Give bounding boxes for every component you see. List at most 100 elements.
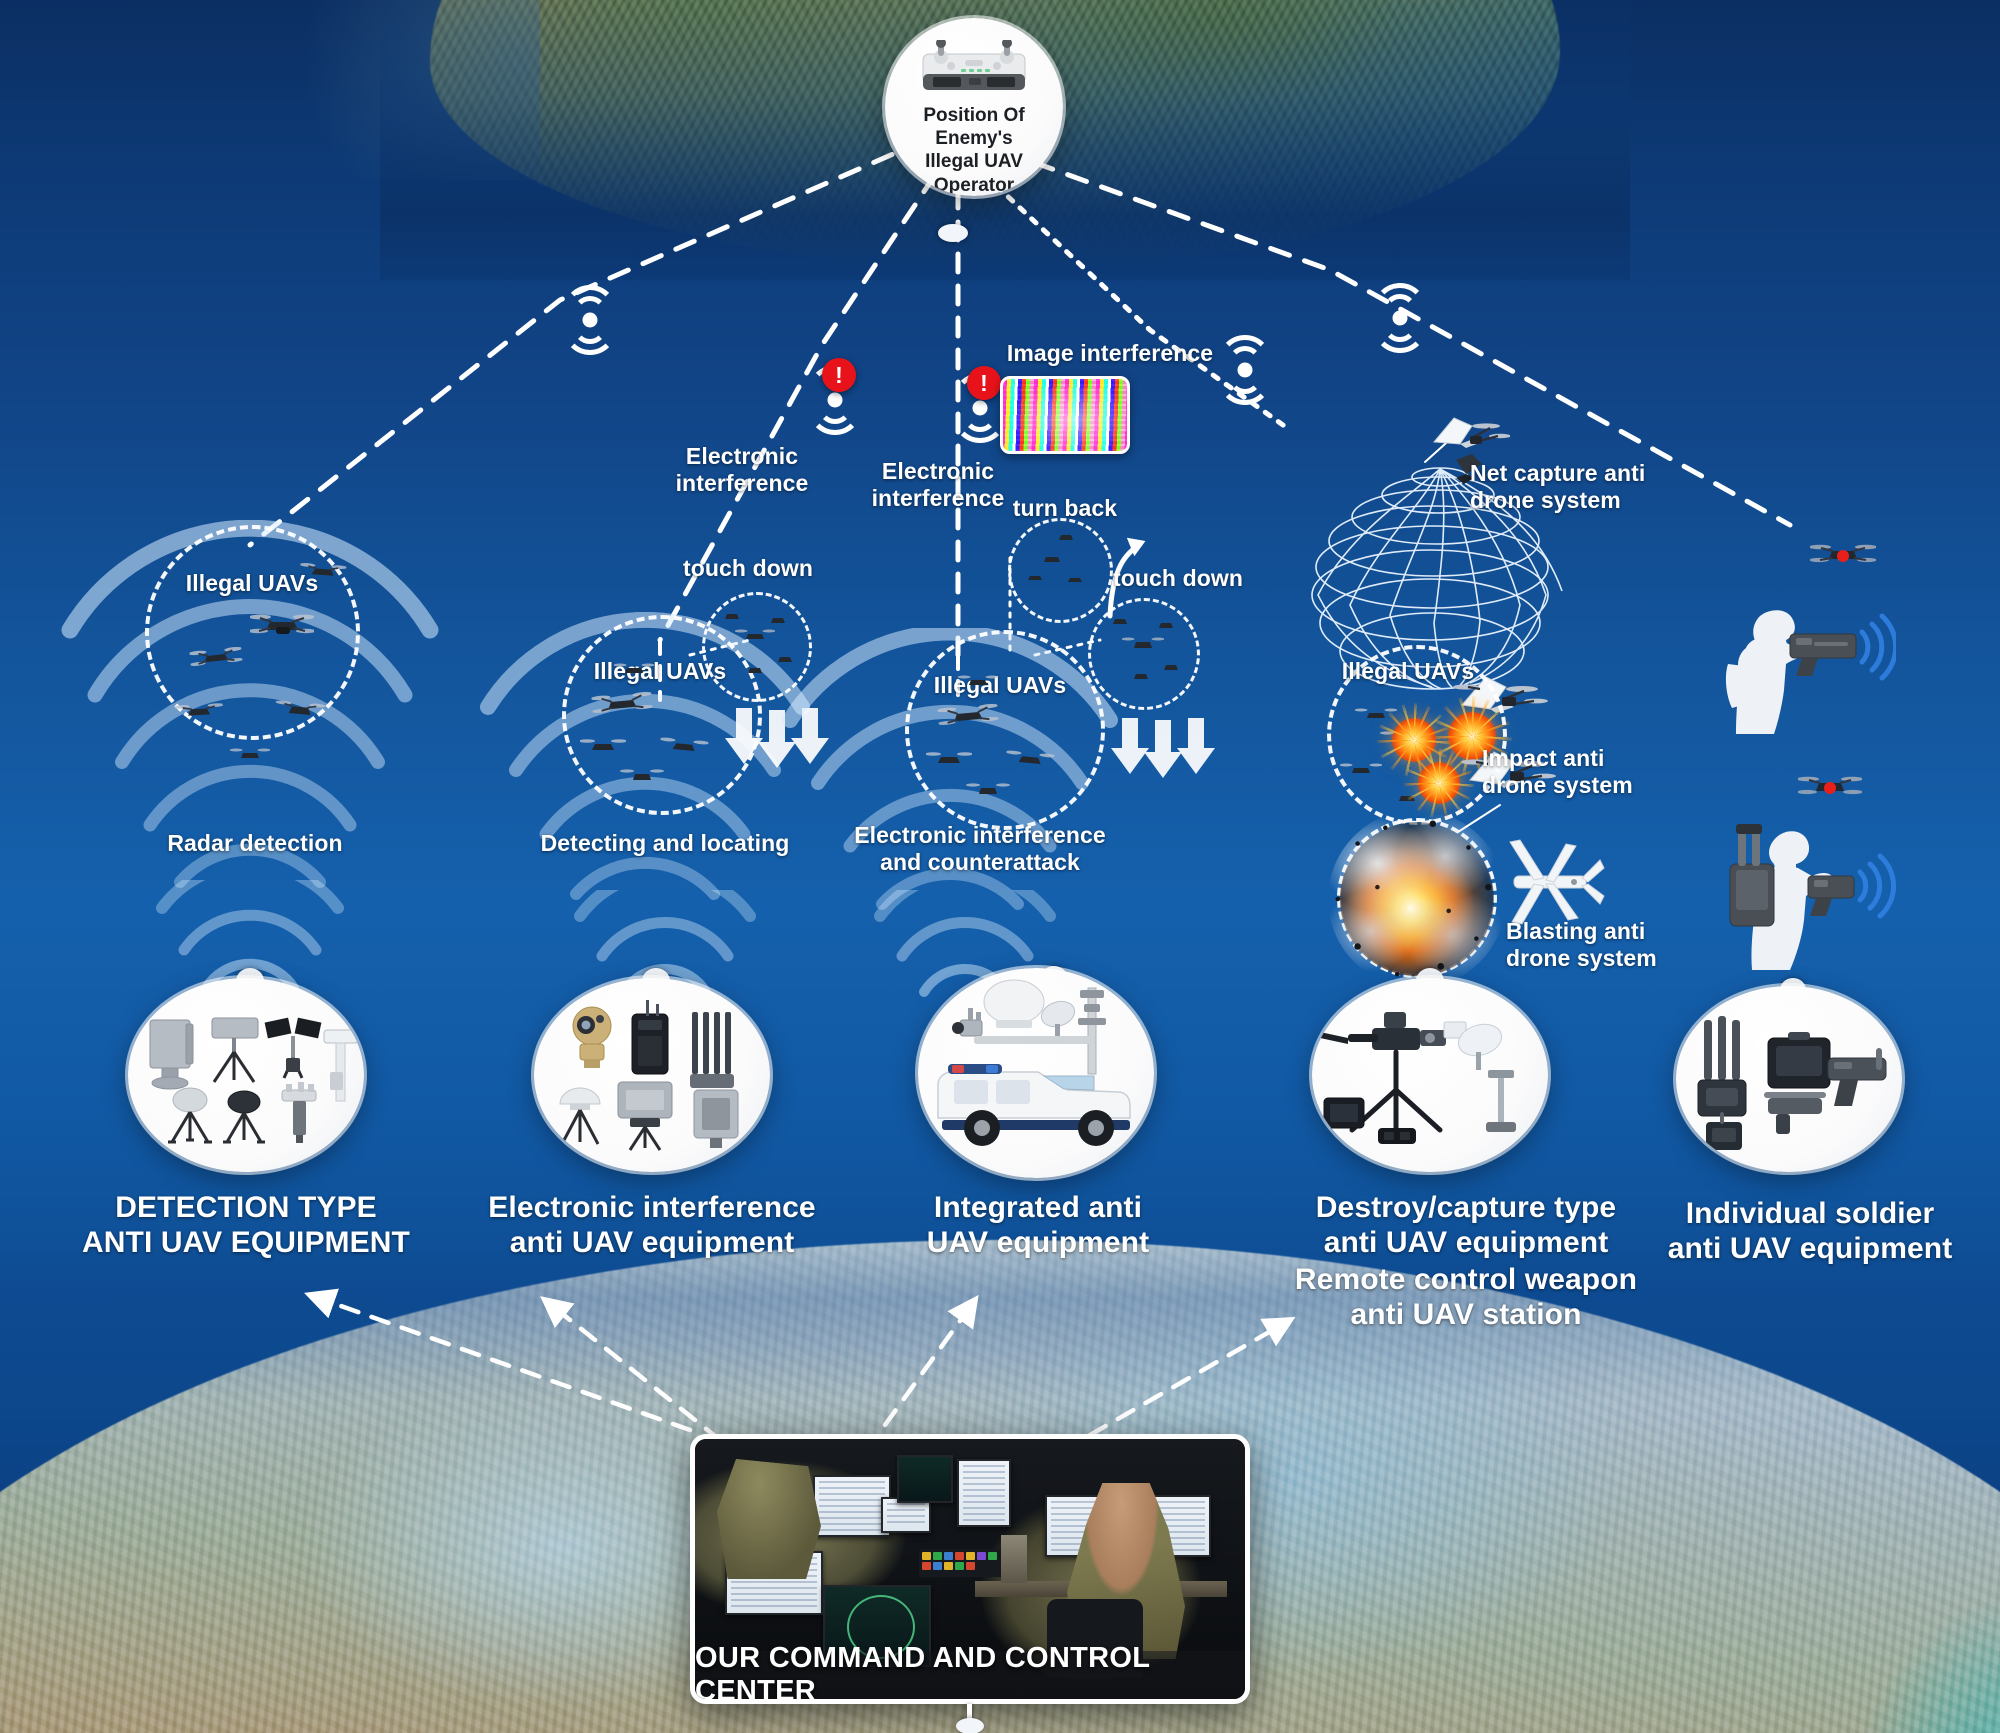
monitor <box>813 1475 891 1537</box>
equipment-label-electronic: Electronic interference anti UAV equipme… <box>488 1191 816 1260</box>
drone <box>1809 540 1877 568</box>
touch-down-arrows-col2 <box>725 708 829 768</box>
equipment-label-integrated: Integrated anti UAV equipment <box>926 1191 1150 1260</box>
impact-system-label: Impact anti drone system <box>1482 745 1633 799</box>
drone <box>659 733 710 759</box>
drone <box>620 766 664 786</box>
image-interference-tile <box>1000 376 1130 454</box>
drone <box>1052 530 1080 543</box>
individual-equipment-illustration <box>1697 1016 1887 1150</box>
radar-detection-label: Radar detection <box>167 830 343 856</box>
illegal-uav-zone-col3 <box>905 630 1105 830</box>
interceptor-drone <box>1420 408 1511 456</box>
loitering-munition-icon <box>1490 838 1608 931</box>
signal-col5-icon <box>1370 283 1430 353</box>
remote-controller-icon <box>922 40 1026 90</box>
equipment-circle-individual[interactable] <box>1676 986 1902 1172</box>
drone <box>1354 705 1398 723</box>
equipment-sublabel-destroy: Remote control weapon anti UAV station <box>1294 1263 1638 1332</box>
drone <box>1035 550 1069 566</box>
drone <box>734 626 776 644</box>
equipment-circle-electronic[interactable] <box>534 978 770 1172</box>
operator-node-circle[interactable]: Position Of Enemy's Illegal UAV Operator <box>885 18 1063 196</box>
illegal-uavs-label-col1: Illegal UAVs <box>185 570 319 596</box>
drone <box>1152 618 1180 631</box>
signal-col4-icon <box>1215 335 1275 405</box>
electronic-interference-label-col3: Electronic interference <box>871 458 1005 512</box>
drone <box>590 687 654 718</box>
turn-back-arrow <box>1107 537 1146 619</box>
drone <box>1339 760 1383 778</box>
illegal-uav-zone-col1 <box>145 525 360 740</box>
drone <box>957 672 999 690</box>
equipment-label-individual: Individual soldier anti UAV equipment <box>1667 1197 1953 1266</box>
command-center-ground-pin <box>956 1718 984 1733</box>
equipment-label-destroy: Destroy/capture type anti UAV equipment <box>1315 1191 1617 1260</box>
drone <box>248 610 316 640</box>
touch-down-label-col2: touch down <box>682 555 814 581</box>
drone <box>718 608 746 622</box>
equipment-label-detection: DETECTION TYPE ANTI UAV EQUIPMENT <box>82 1191 410 1260</box>
net-capture-system-label: Net capture anti drone system <box>1470 460 1646 514</box>
drone <box>579 735 627 757</box>
drone <box>1121 634 1165 653</box>
drone <box>772 652 798 665</box>
capture-payload-icon <box>1450 452 1486 491</box>
command-center-card[interactable]: OUR COMMAND AND CONTROL CENTER <box>690 1434 1250 1704</box>
detecting-locating-label: Detecting and locating <box>540 830 790 856</box>
operator-node-label: Position Of Enemy's Illegal UAV Operator <box>923 105 1025 196</box>
command-center-caption: OUR COMMAND AND CONTROL CENTER <box>695 1642 1245 1699</box>
drone <box>1126 668 1156 682</box>
electronic-equipment-illustration <box>559 1000 739 1151</box>
drone <box>188 642 244 671</box>
equipment-circle-detection[interactable] <box>128 978 364 1172</box>
equipment-circle-destroy[interactable] <box>1312 978 1548 1172</box>
drone <box>1158 660 1184 673</box>
electronic-interference-label-col2: Electronic interference <box>675 443 809 497</box>
soldier-with-backpack-jammer <box>1716 822 1906 977</box>
detection-equipment-illustration <box>149 1017 359 1144</box>
touch-down-label-col3: touch down <box>1112 565 1244 591</box>
touch-down-zone-col3 <box>1088 598 1200 710</box>
drone <box>936 699 1000 730</box>
turn-back-label: turn back <box>1012 495 1118 521</box>
touch-down-arrows-col3 <box>1111 718 1215 778</box>
monitor <box>957 1459 1011 1527</box>
operator-figure-left <box>717 1459 821 1579</box>
terrain-edge-glow <box>300 0 540 180</box>
drone <box>1022 570 1048 582</box>
drone <box>1797 772 1863 800</box>
soldier-with-jammer-gun <box>1716 606 1899 747</box>
drone <box>229 745 271 763</box>
illegal-uav-zone-col2 <box>562 615 762 815</box>
monitor <box>897 1455 953 1503</box>
drone <box>1062 572 1088 584</box>
integrated-equipment-illustration <box>937 979 1131 1146</box>
operator-node-pin <box>938 224 968 242</box>
tower-pc <box>1001 1535 1027 1583</box>
drone <box>925 748 973 770</box>
alert-badge-col2: ! <box>822 358 856 392</box>
blasting-system-label: Blasting anti drone system <box>1506 918 1657 972</box>
signal-top-left-icon <box>560 285 620 355</box>
console-keypad <box>919 1549 1005 1577</box>
equipment-circle-integrated[interactable] <box>918 968 1154 1178</box>
electronic-counterattack-label: Electronic interference and counterattac… <box>854 822 1106 876</box>
drone <box>1106 614 1134 627</box>
illegal-uavs-label-col3: Illegal UAVs <box>933 672 1067 698</box>
drone <box>613 660 655 678</box>
drone <box>173 699 224 723</box>
drone <box>966 780 1010 800</box>
drone <box>274 696 326 723</box>
illegal-uavs-label-col4: Illegal UAVs <box>1341 658 1475 684</box>
blast-explosion <box>1318 800 1516 998</box>
impact-explosion <box>1418 762 1460 804</box>
alert-badge-col3: ! <box>967 366 1001 400</box>
destroy-equipment-illustration <box>1320 1012 1516 1144</box>
drone <box>1005 746 1056 772</box>
drone <box>764 612 792 626</box>
image-interference-label: Image interference <box>1006 340 1214 366</box>
command-center-stem <box>967 1704 972 1730</box>
drone <box>740 662 770 676</box>
